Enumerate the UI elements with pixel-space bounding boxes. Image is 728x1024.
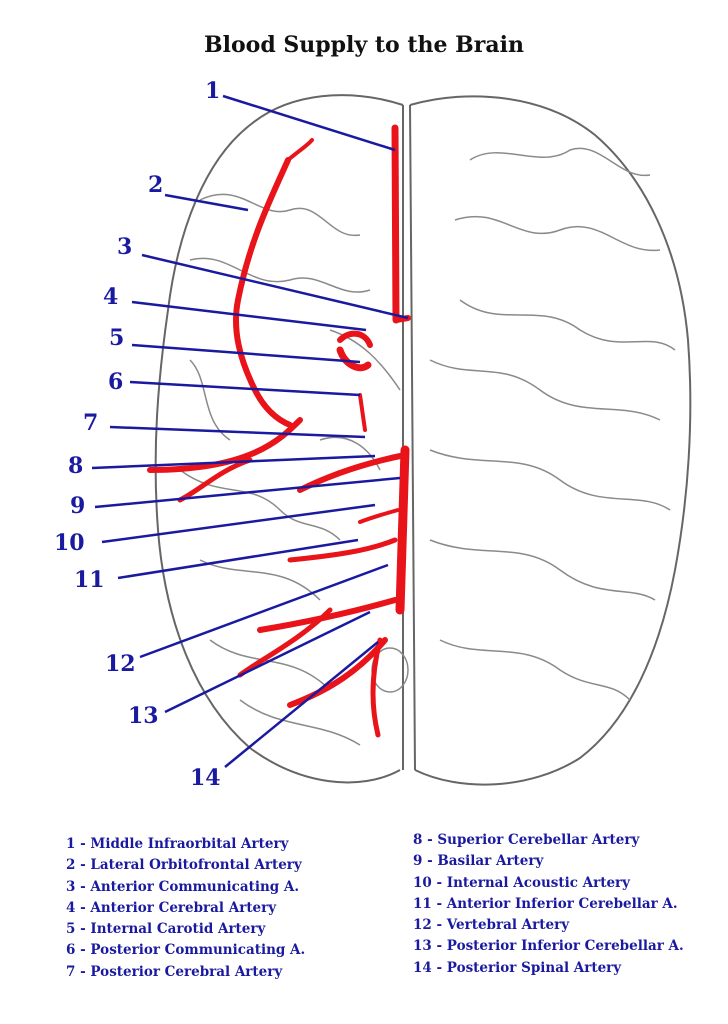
artery-12 <box>257 597 398 633</box>
legend-item: 12 - Vertebral Artery <box>413 917 570 934</box>
legend-item: 4 - Anterior Cerebral Artery <box>66 899 277 916</box>
marker-7: 7 <box>83 410 98 436</box>
artery-4 <box>337 330 373 348</box>
marker-4: 4 <box>103 284 118 310</box>
arteries <box>147 124 411 738</box>
marker-9: 9 <box>70 493 85 519</box>
artery-9 <box>395 445 410 615</box>
artery-5 <box>336 346 372 372</box>
marker-8: 8 <box>68 453 83 479</box>
marker-3: 3 <box>117 234 132 260</box>
legend-right: 8 - Superior Cerebellar Artery 9 - Basil… <box>413 830 684 979</box>
diagram-title: Blood Supply to the Brain <box>204 32 524 58</box>
legend-item: 13 - Posterior Inferior Cerebellar A. <box>413 938 684 955</box>
artery-12-branch <box>237 607 333 678</box>
legend-item: 5 - Internal Carotid Artery <box>66 921 266 938</box>
marker-5: 5 <box>109 325 124 351</box>
marker-6: 6 <box>108 369 123 395</box>
artery-10 <box>358 508 400 524</box>
right-hemisphere <box>409 95 692 786</box>
marker-10: 10 <box>54 530 85 556</box>
leader-lines <box>91 94 409 768</box>
legend-item: 6 - Posterior Communicating A. <box>66 942 306 959</box>
artery-14 <box>370 637 383 738</box>
marker-1: 1 <box>205 78 220 104</box>
legend-item: 7 - Posterior Cerebral Artery <box>66 963 283 980</box>
artery-8 <box>297 452 408 493</box>
legend-item: 11 - Anterior Inferior Cerebellar A. <box>413 895 678 912</box>
legend-item: 2 - Lateral Orbitofrontal Artery <box>66 857 302 874</box>
artery-2-branch <box>286 138 314 162</box>
legend-item: 10 - Internal Acoustic Artery <box>413 874 631 891</box>
left-hemisphere <box>154 94 404 784</box>
marker-2: 2 <box>148 172 163 198</box>
legend-item: 8 - Superior Cerebellar Artery <box>413 832 640 848</box>
number-markers: 1 2 3 4 5 6 7 8 9 10 11 12 13 14 <box>54 78 221 791</box>
brain-outline <box>154 94 692 786</box>
artery-1 <box>391 124 400 324</box>
midline-2 <box>409 104 416 771</box>
legend-item: 9 - Basilar Artery <box>413 853 544 870</box>
gyri-lines <box>179 147 676 746</box>
legend-left: 1 - Middle Infraorbital Artery 2 - Later… <box>66 834 305 983</box>
artery-11 <box>287 537 398 563</box>
midline <box>402 104 406 771</box>
artery-6 <box>358 393 367 432</box>
marker-11: 11 <box>74 567 105 593</box>
legend-item: 14 - Posterior Spinal Artery <box>413 959 622 976</box>
marker-12: 12 <box>105 651 136 677</box>
artery-7-branch <box>177 457 253 503</box>
marker-13: 13 <box>128 703 159 729</box>
artery-7 <box>147 417 303 473</box>
artery-2 <box>233 157 293 428</box>
legend-item: 1 - Middle Infraorbital Artery <box>66 836 289 852</box>
legend-item: 3 - Anterior Communicating A. <box>66 878 300 895</box>
marker-14: 14 <box>190 765 221 791</box>
